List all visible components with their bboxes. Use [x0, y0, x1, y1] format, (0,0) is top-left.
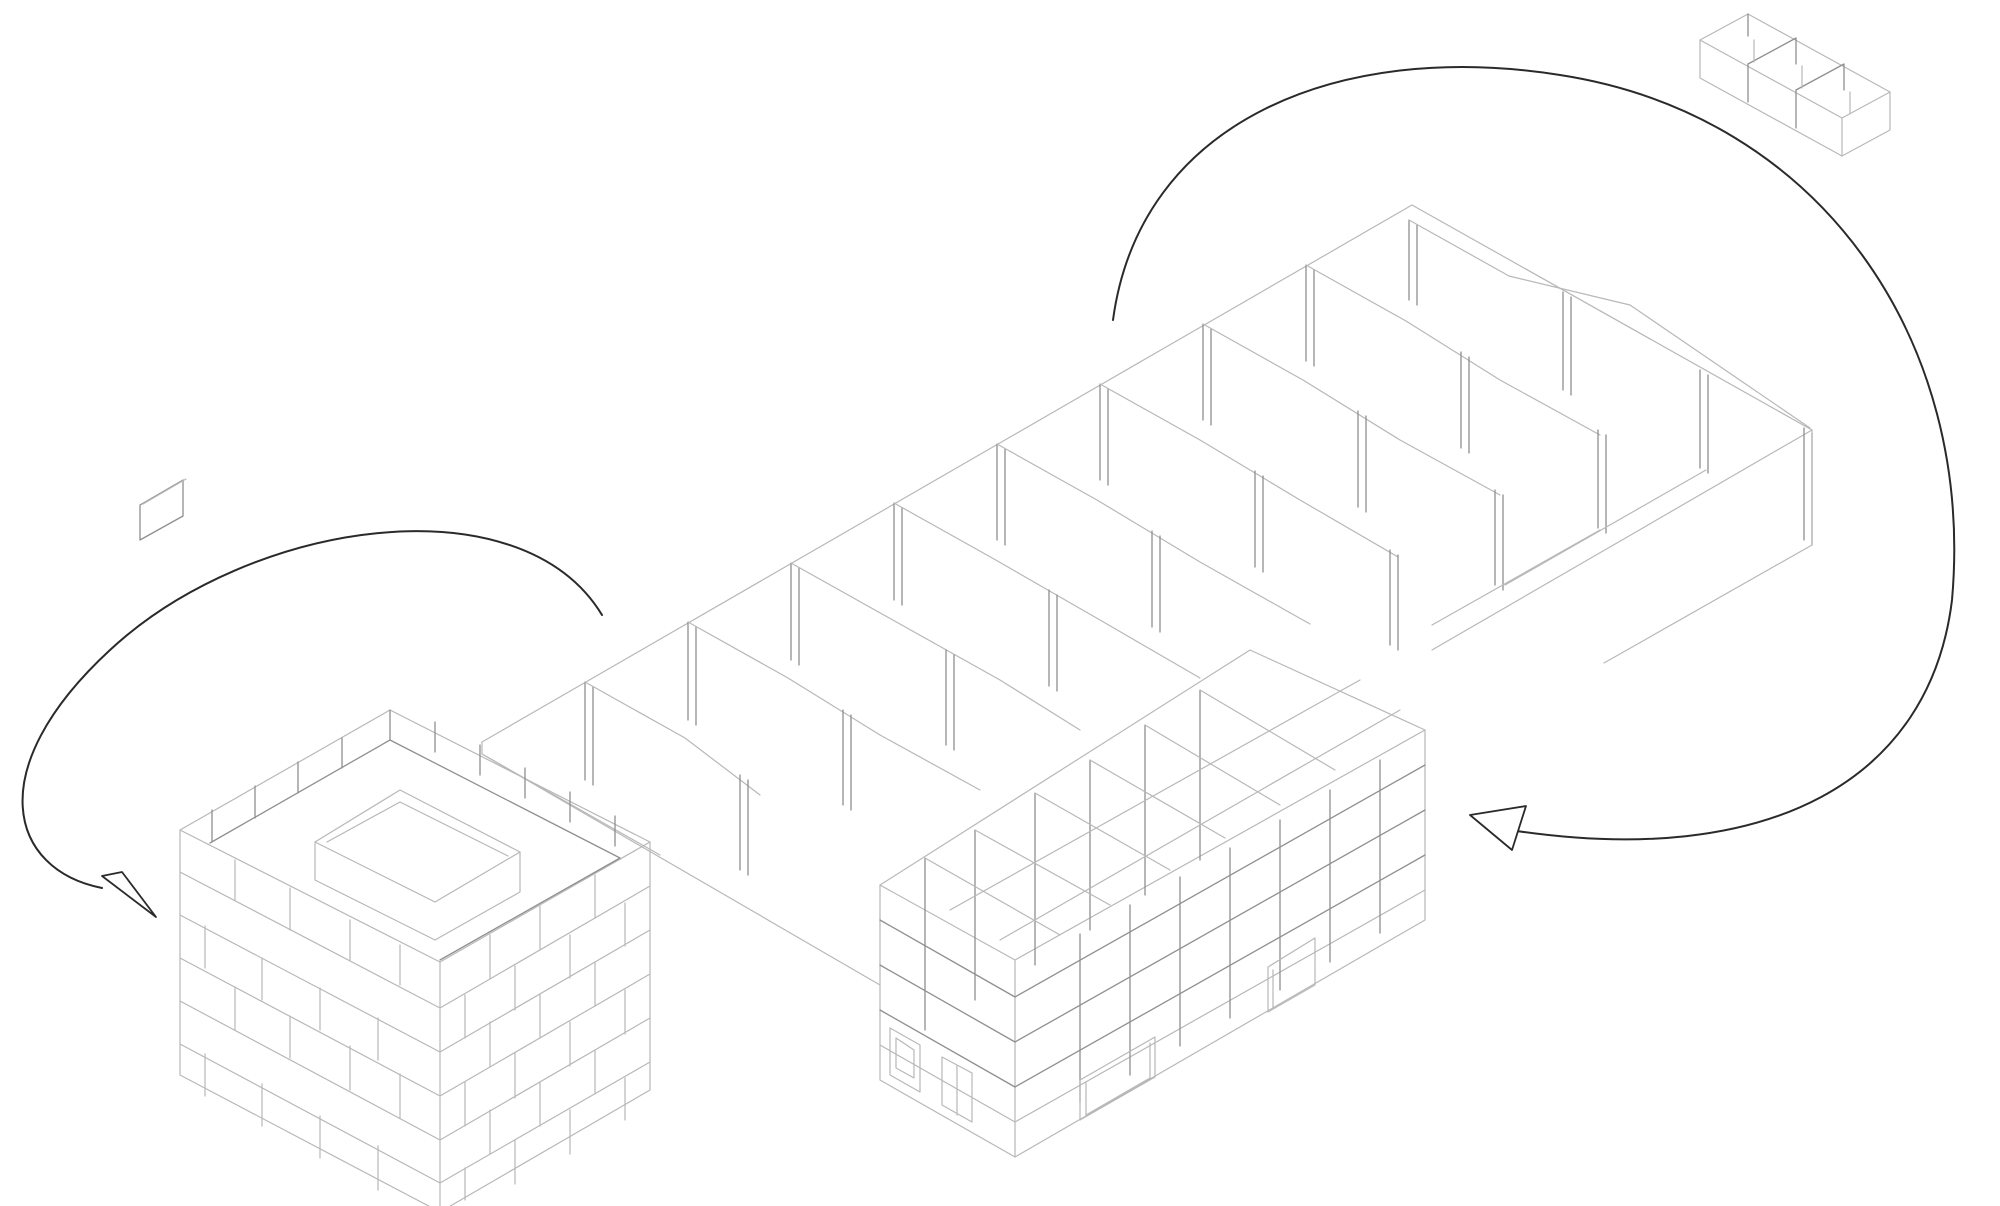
arrowhead-icon [101, 871, 157, 918]
portal-frame [893, 502, 1201, 692]
concrete-frame-building [879, 649, 1426, 1158]
portal-frame-hall [481, 204, 1813, 986]
arrow-left-loop [21, 530, 603, 918]
block-masonry-cube [179, 709, 651, 1206]
arrowhead-icon [1469, 805, 1527, 851]
wall-panel-left [139, 478, 187, 541]
small-module-top-right [1699, 13, 1891, 157]
portal-frame [1305, 264, 1607, 534]
portal-frame [790, 562, 1081, 751]
portal-frame [687, 621, 981, 811]
portal-frame [996, 443, 1311, 633]
arrow-right-loop [1112, 66, 1956, 851]
portal-frame [1099, 383, 1399, 651]
portal-frame [584, 681, 761, 876]
portal-frame [1202, 323, 1504, 591]
